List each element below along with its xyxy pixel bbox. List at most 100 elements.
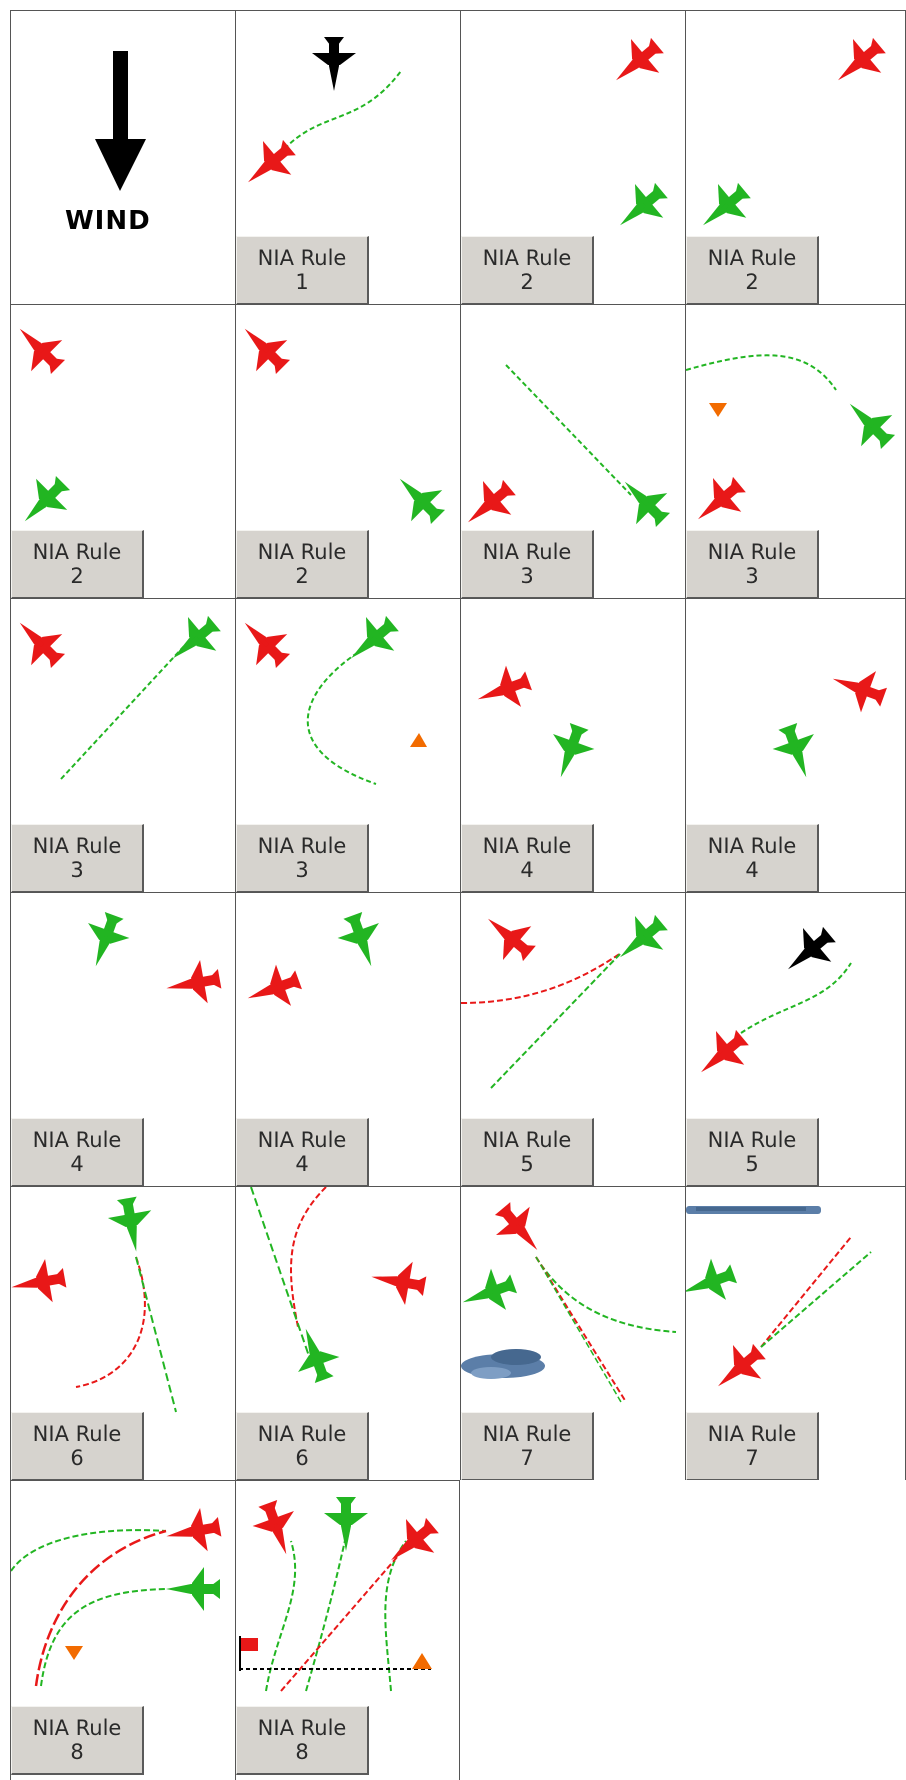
rule-5b-diagram	[686, 917, 852, 1090]
shoreline-obstruction-icon	[686, 1206, 821, 1214]
green-plane-icon	[75, 907, 135, 974]
island-obstruction-icon	[461, 1349, 545, 1379]
wind-cell: WIND	[10, 10, 235, 304]
red-plane-icon	[473, 901, 544, 971]
rule-number: 3	[520, 564, 534, 588]
rule-number: 4	[295, 1152, 309, 1176]
rule-number: 6	[70, 1446, 84, 1470]
green-plane-icon	[332, 907, 392, 974]
rule-6a-diagram	[11, 1194, 177, 1413]
black-plane-icon	[312, 37, 356, 91]
rule-number: 4	[70, 1152, 84, 1176]
rule-7b-diagram	[686, 1206, 872, 1404]
red-plane-icon	[236, 313, 299, 383]
red-plane-icon	[11, 607, 74, 677]
button-label: NIA Rule	[707, 834, 797, 858]
rule-number: 2	[520, 270, 534, 294]
mark-buoy-icon	[410, 733, 427, 747]
green-plane-icon	[158, 606, 229, 676]
red-plane-icon	[686, 1020, 757, 1090]
button-label: NIA Rule	[707, 246, 797, 270]
red-plane-icon	[601, 28, 672, 98]
green-plane-icon	[605, 173, 676, 243]
green-plane-icon	[166, 1567, 220, 1611]
rule-number: 8	[70, 1740, 84, 1764]
green-plane-icon	[686, 1253, 742, 1313]
red-plane-icon	[162, 957, 224, 1010]
red-plane-icon	[823, 28, 894, 98]
rule-number: 4	[745, 858, 759, 882]
rule-number: 2	[295, 564, 309, 588]
rule-number: 5	[520, 1152, 534, 1176]
red-plane-icon	[485, 1194, 555, 1265]
button-label: NIA Rule	[257, 246, 347, 270]
button-label: NIA Rule	[482, 540, 572, 564]
rule-number: 6	[295, 1446, 309, 1470]
mark-buoy-icon	[412, 1653, 432, 1669]
red-plane-icon	[825, 658, 892, 718]
green-plane-icon	[285, 1321, 345, 1388]
green-plane-icon	[609, 466, 679, 536]
green-plane-icon	[11, 467, 79, 537]
rule-7a-diagram	[461, 1194, 677, 1403]
button-label: NIA Rule	[32, 540, 122, 564]
rule-number: 1	[295, 270, 309, 294]
button-label: NIA Rule	[257, 1128, 347, 1152]
black-plane-icon	[773, 917, 844, 987]
green-plane-icon	[461, 1263, 522, 1323]
rule-3b-diagram	[686, 354, 904, 537]
button-label: NIA Rule	[482, 1422, 572, 1446]
rule-number: 2	[745, 270, 759, 294]
rule-number: 3	[295, 858, 309, 882]
green-plane-icon	[605, 905, 676, 975]
button-label: NIA Rule	[257, 834, 347, 858]
wind-label: WIND	[65, 206, 151, 236]
rule-3c-diagram	[11, 606, 229, 780]
button-label: NIA Rule	[707, 540, 797, 564]
button-label: NIA Rule	[257, 1716, 347, 1740]
red-plane-icon	[686, 467, 754, 537]
green-plane-icon	[834, 388, 904, 458]
rule-number: 7	[520, 1446, 534, 1470]
red-plane-icon	[470, 660, 537, 720]
button-label: NIA Rule	[32, 1716, 122, 1740]
rule-8a-diagram	[11, 1505, 224, 1687]
wind-arrow-icon	[95, 51, 146, 191]
rule-number: 5	[745, 1152, 759, 1176]
